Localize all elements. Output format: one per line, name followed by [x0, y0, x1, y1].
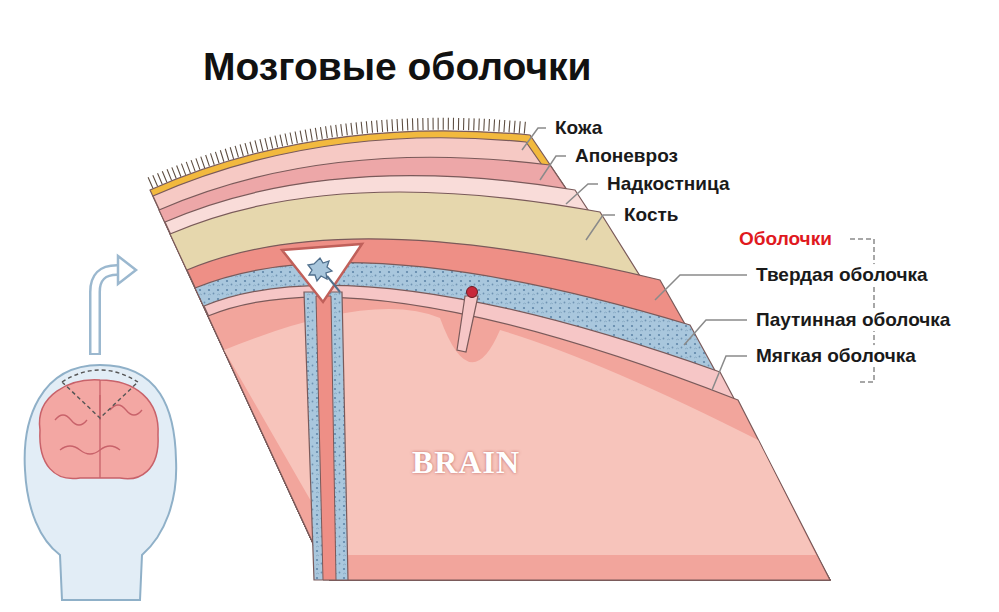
hair	[150, 124, 528, 183]
leader-line	[586, 215, 615, 240]
fat-layer	[150, 131, 830, 580]
leader-line	[684, 320, 747, 345]
dura-layer	[187, 239, 830, 580]
arrow-head	[118, 256, 136, 284]
layer-label: Кожа	[553, 117, 604, 139]
falx-dura	[316, 296, 336, 580]
brain-cortex	[208, 297, 830, 580]
leader-line	[655, 275, 747, 300]
skin-layer	[153, 138, 830, 580]
brain-folds	[55, 395, 142, 454]
head-icon	[25, 256, 177, 600]
group-label: Оболочки	[737, 228, 834, 250]
head-outline	[25, 365, 177, 600]
layer-label: Апоневроз	[573, 145, 680, 167]
periosteum-layer	[165, 176, 830, 580]
brain-midline	[99, 380, 100, 478]
layer-label: Мягкая оболочка	[754, 345, 918, 367]
leader-lines	[522, 128, 747, 390]
brain-icon	[40, 380, 159, 479]
arachnoid-layer	[195, 263, 830, 580]
layer-stack	[150, 131, 830, 580]
layer-label: Кость	[622, 204, 681, 226]
diagram-title: Мозговые оболочки	[203, 45, 592, 90]
falx-arachnoid	[304, 292, 348, 580]
leader-line	[540, 156, 566, 180]
layer-label: Твердая оболочка	[754, 264, 930, 286]
layer-label: Надкостница	[605, 173, 731, 195]
granulation-stalk	[327, 276, 340, 292]
leader-line	[522, 128, 546, 150]
venous-sinus	[282, 244, 362, 302]
bone-layer	[170, 192, 830, 580]
leader-line	[712, 356, 747, 390]
layer-label: Паутинная оболочка	[754, 309, 952, 331]
leader-line	[566, 184, 598, 204]
vessel-sheath	[457, 296, 478, 352]
region-label: BRAIN	[412, 444, 520, 481]
blood-vessel	[467, 287, 478, 298]
pia-layer	[204, 285, 830, 580]
section-marker	[62, 370, 138, 418]
aponeurosis-layer	[159, 157, 830, 580]
